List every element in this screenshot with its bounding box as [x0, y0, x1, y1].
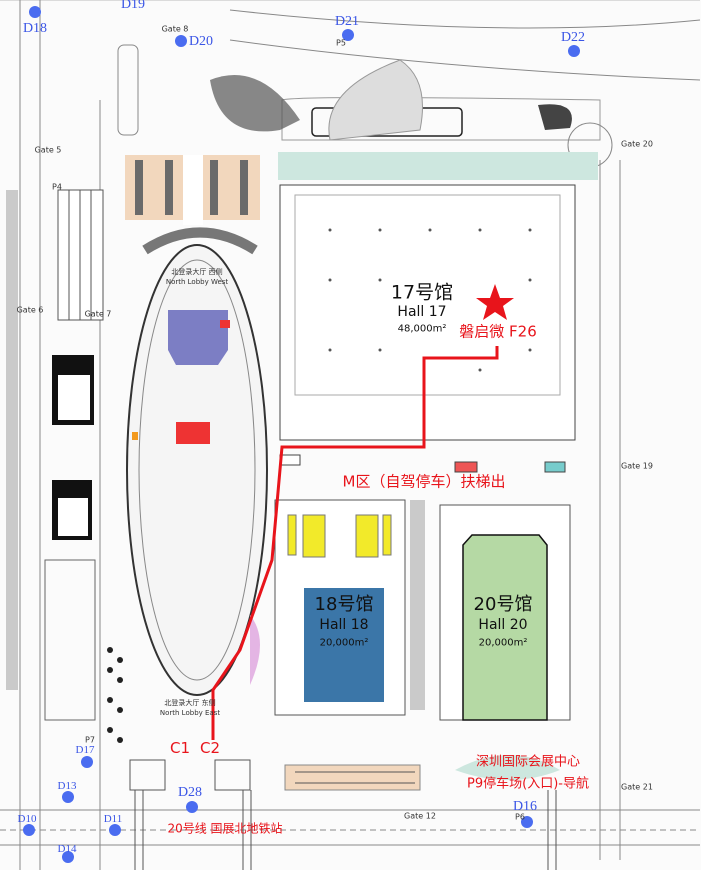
lobby-east-cn: 北登录大厅 东侧	[164, 699, 216, 707]
dock-dot[interactable]	[23, 824, 35, 836]
hall-17-cn: 17号馆	[390, 281, 454, 304]
dock-label: D11	[103, 813, 123, 825]
lobby-west-cn: 北登录大厅 西侧	[171, 268, 223, 276]
hall-20-en: Hall 20	[478, 617, 528, 633]
dock-dot[interactable]	[175, 35, 187, 47]
parking-label: P5	[336, 38, 346, 48]
dock-label: D10	[17, 813, 37, 825]
dock-dot[interactable]	[62, 791, 74, 803]
dock-label: D19	[120, 0, 146, 12]
m-zone-label: M区（自驾停车）扶梯出	[342, 472, 506, 491]
dock-dot[interactable]	[29, 6, 41, 18]
gate-label: Gate 5	[34, 145, 62, 155]
dock-dot[interactable]	[342, 29, 354, 41]
gate-label: Gate 20	[621, 139, 653, 149]
hall-18-area: 20,000m²	[319, 637, 369, 649]
gate-label: Gate 6	[16, 305, 44, 315]
dock-label: D22	[560, 30, 586, 45]
gate-label: Gate 19	[621, 461, 653, 471]
parking-label: P4	[52, 182, 62, 192]
metro-station-label: 20号线 国展北地铁站	[167, 821, 283, 836]
gate-label: Gate 12	[404, 811, 436, 821]
dock-label: D17	[75, 744, 95, 756]
hall-18-cn: 18号馆	[314, 594, 374, 615]
dock-dot[interactable]	[62, 851, 74, 863]
venue-label: 深圳国际会展中心	[475, 754, 581, 770]
dock-label: D28	[177, 785, 203, 800]
parking-label: P6	[515, 812, 525, 822]
exit-c1-label: C1	[169, 739, 191, 757]
p9-navigation-link[interactable]: P9停车场(入口)-导航	[467, 776, 589, 792]
hall-17-en: Hall 17	[397, 304, 447, 320]
gate-label: Gate 7	[84, 309, 112, 319]
exit-c2-label: C2	[199, 739, 221, 757]
dock-label: D21	[334, 14, 360, 29]
hall-20-area	[462, 534, 548, 721]
hall-20-cn: 20号馆	[473, 594, 533, 615]
hall-17-area: 48,000m²	[397, 323, 447, 335]
dock-dot[interactable]	[568, 45, 580, 57]
dock-dot[interactable]	[186, 801, 198, 813]
dock-dot[interactable]	[81, 756, 93, 768]
dock-label: D18	[22, 21, 48, 36]
hall-18-en: Hall 18	[319, 617, 369, 633]
dock-dot[interactable]	[521, 816, 533, 828]
lobby-east-en: North Lobby East	[159, 709, 221, 717]
parking-label: P7	[85, 735, 95, 745]
star-icon	[476, 284, 514, 320]
dock-label: D16	[512, 799, 538, 814]
dock-label: D14	[57, 843, 77, 855]
hall-20-area: 20,000m²	[478, 637, 528, 649]
route-path	[211, 346, 499, 740]
gate-label: Gate 21	[621, 782, 653, 792]
hall-18-area	[304, 588, 384, 702]
dock-label: D20	[188, 34, 214, 49]
lobby-west-en: North Lobby West	[165, 278, 229, 286]
gate-label: Gate 8	[161, 24, 189, 34]
dock-dot[interactable]	[109, 824, 121, 836]
booth-label: 磐启微 F26	[459, 322, 537, 341]
dock-label: D13	[57, 780, 77, 792]
